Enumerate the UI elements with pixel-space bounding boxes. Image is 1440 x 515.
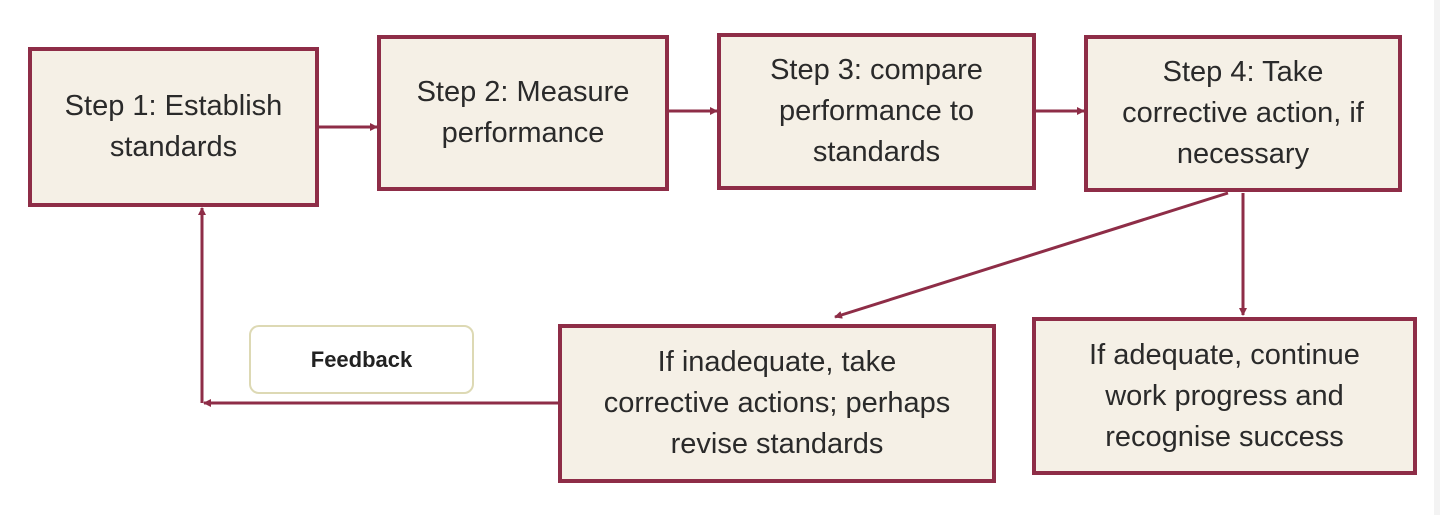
right-edge-strip bbox=[1434, 0, 1440, 515]
step-4-box: Step 4: Take corrective action, if neces… bbox=[1084, 35, 1402, 192]
step-4-line-3: necessary bbox=[1176, 138, 1310, 170]
inadequate-line-3: revise standards bbox=[670, 428, 884, 460]
step-4-line-1: Step 4: Take bbox=[1162, 56, 1324, 88]
step-4-line-2: corrective action, if bbox=[1122, 97, 1364, 129]
adequate-line-1: If adequate, continue bbox=[1089, 338, 1360, 371]
inadequate-line-1: If inadequate, take bbox=[657, 346, 897, 378]
step-2-line-2: performance bbox=[441, 117, 605, 149]
adequate-line-2: work progress and bbox=[1105, 379, 1344, 412]
inadequate-line-2: corrective actions; perhaps bbox=[603, 387, 951, 419]
adequate-outcome-box: If adequate, continue work progress and … bbox=[1032, 317, 1417, 475]
step-1-box: Step 1: Establish standards bbox=[28, 47, 319, 207]
step-1-line-1: Step 1: Establish bbox=[64, 90, 283, 122]
feedback-label: Feedback bbox=[249, 325, 474, 394]
arrow-step4-to-inadequate bbox=[834, 191, 1229, 319]
step-3-line-2: performance to bbox=[778, 95, 975, 127]
inadequate-outcome-box: If inadequate, take corrective actions; … bbox=[558, 324, 996, 483]
step-3-box: Step 3: compare performance to standards bbox=[717, 33, 1036, 190]
adequate-line-3: recognise success bbox=[1105, 420, 1344, 453]
step-2-line-1: Step 2: Measure bbox=[416, 76, 630, 108]
step-2-box: Step 2: Measure performance bbox=[377, 35, 669, 191]
step-1-line-2: standards bbox=[109, 131, 238, 163]
step-3-line-1: Step 3: compare bbox=[770, 54, 983, 86]
step-3-line-3: standards bbox=[812, 136, 941, 168]
